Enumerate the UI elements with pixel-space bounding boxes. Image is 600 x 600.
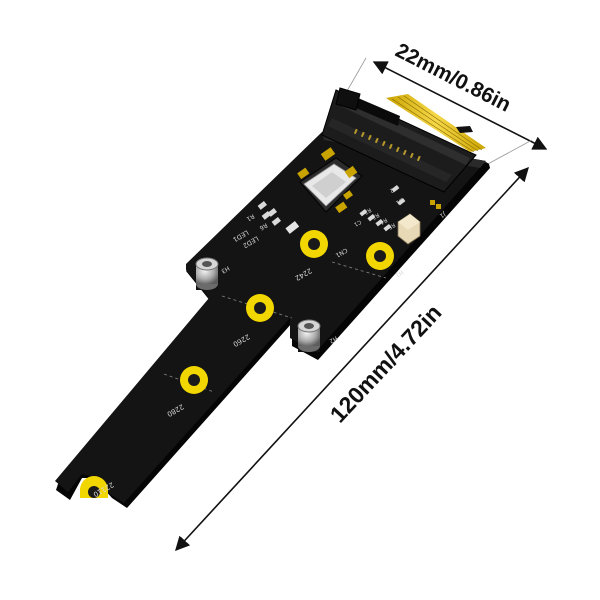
- silk-j1: J1: [438, 210, 447, 219]
- mount-pad-2242: [300, 230, 328, 258]
- silk-d2: D2: [388, 184, 398, 193]
- length-dimension: [175, 166, 529, 552]
- silk-r6: R6: [258, 221, 269, 231]
- standoff-h2: [297, 319, 321, 352]
- silk-r3: R3: [370, 211, 380, 220]
- m2-socket: [321, 87, 486, 193]
- mount-pad-2260: [246, 294, 274, 322]
- silk-r4: R4: [378, 216, 388, 225]
- sim-card-holder: [297, 147, 363, 214]
- silk-c1: C1: [353, 218, 362, 227]
- silk-d1: D1: [394, 196, 404, 205]
- mount-pad-j1: [366, 242, 394, 270]
- silk-r5: R5: [386, 221, 396, 230]
- mount-pad-22110: [80, 476, 108, 498]
- silk-h2: H2: [328, 334, 339, 344]
- silk-h1: H1: [394, 268, 405, 278]
- smd-components: [257, 184, 441, 245]
- standoff-h3: [195, 257, 219, 290]
- mount-pad-2280: [180, 366, 208, 394]
- silk-h3: H3: [220, 264, 231, 274]
- silk-r2: R2: [363, 206, 372, 215]
- silk-r1: R1: [245, 212, 256, 222]
